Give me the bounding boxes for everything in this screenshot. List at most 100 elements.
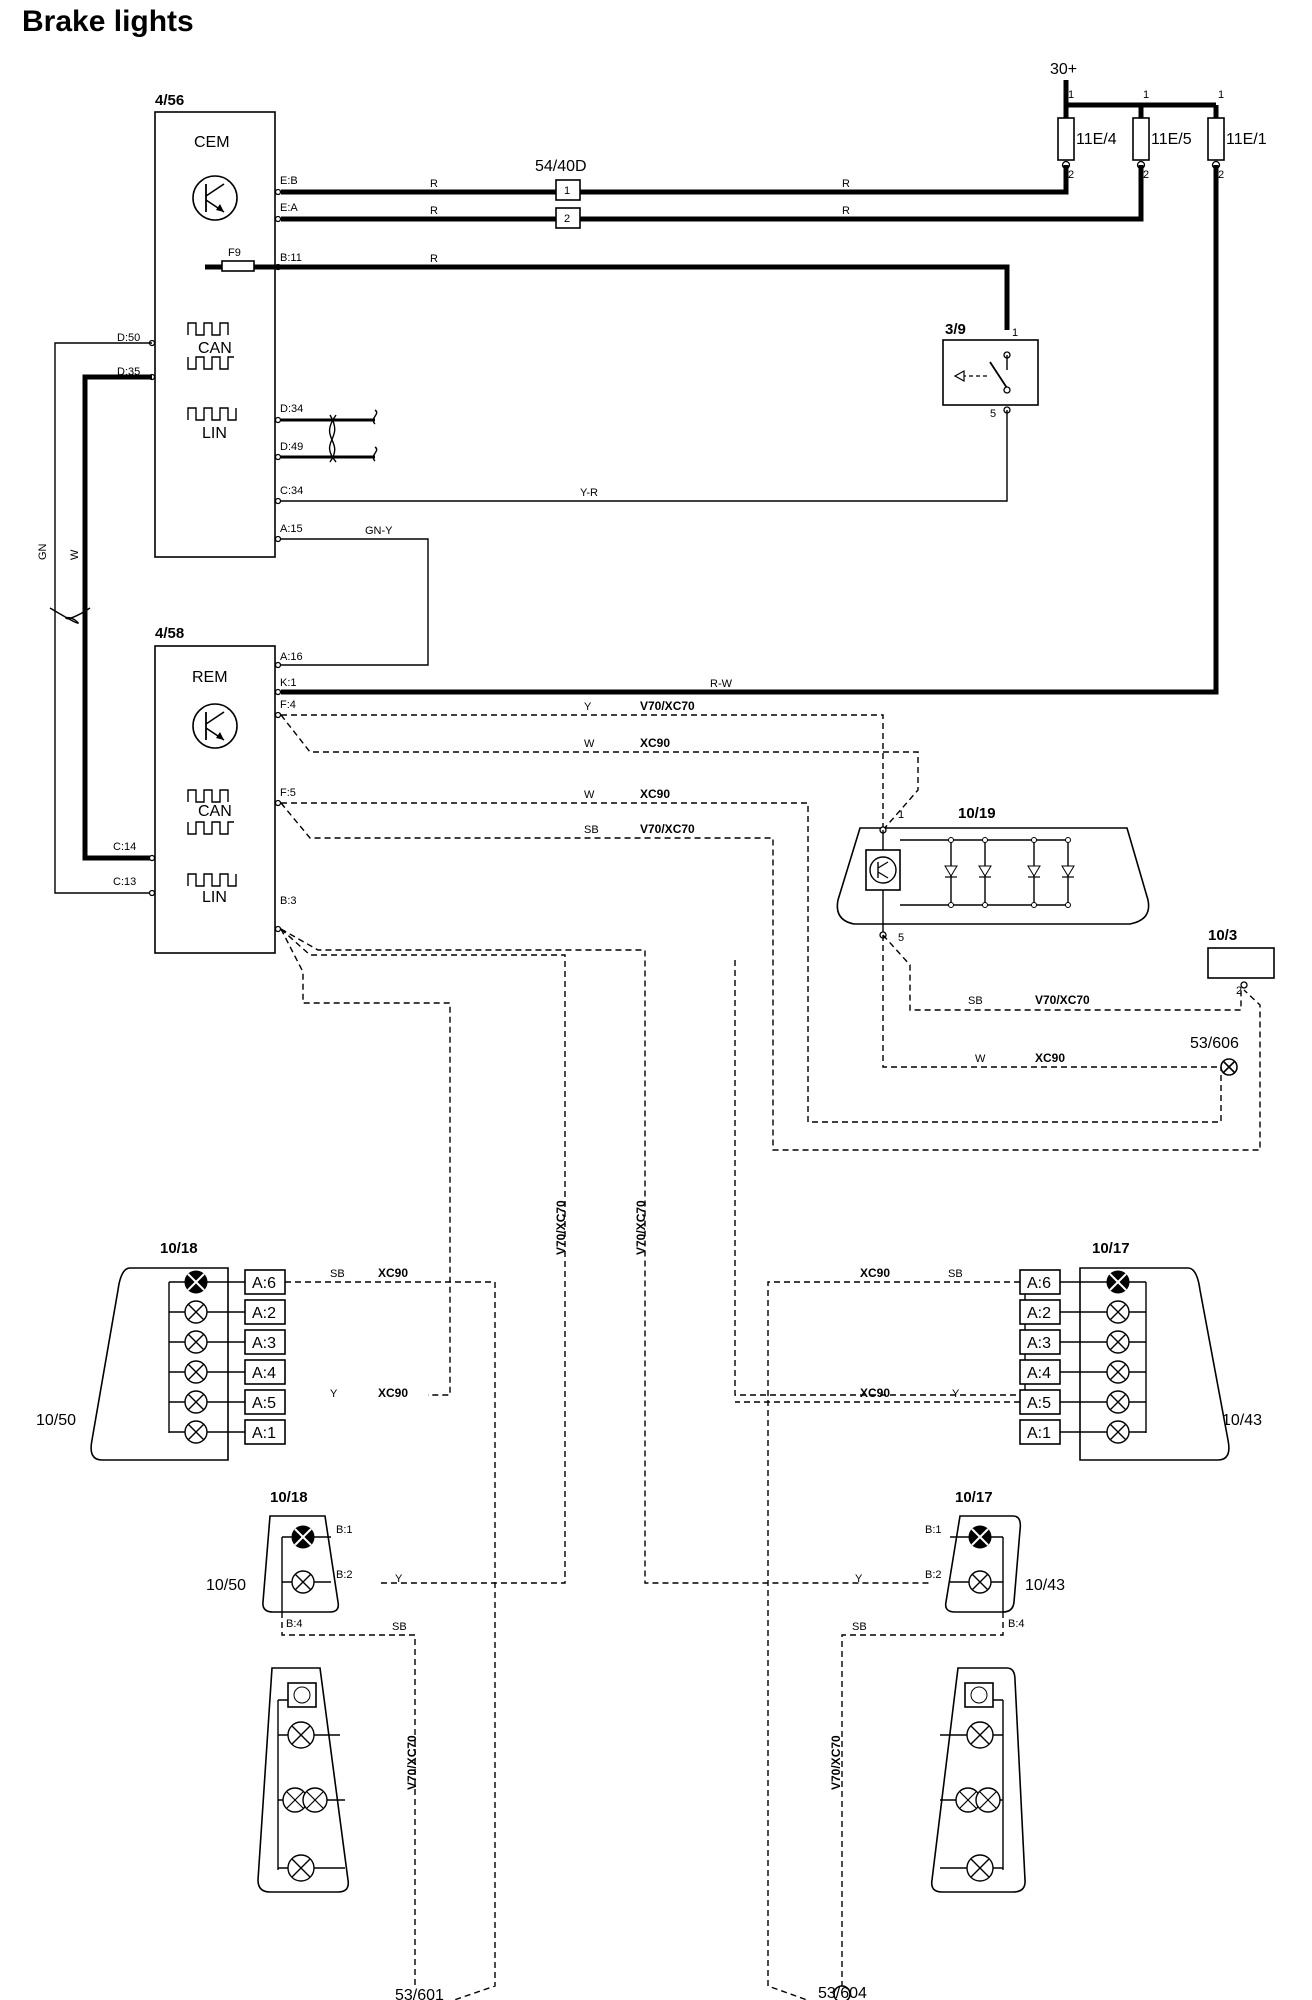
svg-text:5: 5 [898,932,904,944]
svg-text:CAN: CAN [198,803,232,820]
svg-text:W: W [975,1053,986,1065]
svg-text:B:2: B:2 [336,1569,353,1581]
svg-text:2: 2 [564,213,570,225]
bulb-icon [966,1721,994,1749]
svg-text:A:16: A:16 [280,651,303,663]
svg-text:53/601: 53/601 [395,1987,444,2000]
svg-text:A:2: A:2 [252,1305,276,1322]
brake-pedal-switch: 3/9 1 5 [942,321,1039,420]
left-bottom-lamp-cluster [257,1667,350,1893]
left-rear-lamp-unit: 10/18 10/50 A:6 A:2 A:3 A:4 A:5 A:1 [36,1240,286,1461]
svg-text:Y: Y [952,1388,960,1400]
double-bulb-icon [282,1787,328,1813]
bulb-icon [1106,1360,1130,1384]
svg-text:B:1: B:1 [336,1524,353,1536]
cem-id: 4/56 [155,92,184,109]
svg-text:A:5: A:5 [252,1395,276,1412]
svg-text:10/43: 10/43 [1222,1412,1262,1429]
svg-text:A:1: A:1 [1027,1425,1051,1442]
svg-text:A:3: A:3 [252,1335,276,1352]
svg-text:SB: SB [852,1621,867,1633]
svg-text:D:49: D:49 [280,441,303,453]
svg-text:Y: Y [395,1573,403,1585]
svg-text:A:15: A:15 [280,523,303,535]
svg-text:10/18: 10/18 [270,1489,308,1506]
svg-text:F:5: F:5 [280,787,296,799]
svg-text:D:34: D:34 [280,403,303,415]
bulb-icon [1106,1330,1130,1354]
bulb-icon [291,1570,315,1594]
can-bus-wires: GN W [37,342,152,894]
high-stop-ground-wires: SB V70/XC70 W XC90 [882,934,1242,1068]
svg-text:CAN: CAN [198,340,232,357]
lin-bus-icon: LIN [187,407,237,442]
svg-text:5: 5 [990,408,996,420]
rem-id: 4/58 [155,625,184,642]
svg-text:Y: Y [584,701,592,713]
svg-text:SB: SB [330,1268,345,1280]
svg-text:XC90: XC90 [640,736,670,750]
svg-text:10/19: 10/19 [958,805,996,822]
svg-text:B:3: B:3 [280,895,297,907]
fuse-label: 11E/4 [1076,131,1117,148]
svg-text:B:2: B:2 [925,1569,942,1581]
brake-bulb-icon [184,1270,208,1294]
bulb-icon [966,1854,994,1882]
svg-text:SB: SB [584,824,599,836]
svg-text:W: W [584,738,595,750]
svg-text:R: R [430,178,438,190]
svg-text:A:5: A:5 [1027,1395,1051,1412]
svg-text:D:50: D:50 [117,332,140,344]
svg-text:W: W [584,789,595,801]
svg-text:10/3: 10/3 [1208,927,1237,944]
left-lower-lamp: 10/18 10/50 B:1 B:2 B:4 Y SB V70/XC70 [206,1489,419,1986]
svg-text:1: 1 [1143,89,1149,101]
svg-text:XC90: XC90 [640,787,670,801]
ground-53-604: 53/604 [818,1985,867,2000]
svg-text:A:6: A:6 [252,1275,276,1292]
svg-text:XC90: XC90 [1035,1051,1065,1065]
svg-text:2: 2 [1236,985,1242,997]
lin-twisted-pair [281,409,378,463]
svg-text:53/604: 53/604 [818,1985,867,2000]
bulb-icon [184,1420,208,1444]
fuse-11e-5: 1 11E/5 2 [1132,89,1192,181]
svg-text:SB: SB [392,1621,407,1633]
svg-text:1: 1 [1012,327,1018,339]
ground-53-601: 53/601 [395,1987,444,2000]
power-supply: 30+ 1 11E/4 2 1 11E/5 2 1 11E/1 2 [1050,61,1267,181]
svg-text:10/43: 10/43 [1025,1577,1065,1594]
svg-text:E:A: E:A [280,202,298,214]
svg-text:Y: Y [855,1573,863,1585]
wire-a15-gny [281,538,429,666]
fuse-11e-1: 1 11E/1 2 [1207,89,1267,181]
lin-bus-icon: LIN [187,873,237,906]
svg-text:1: 1 [898,809,904,821]
page-title: Brake lights [22,5,194,38]
rem-to-high-stop-wires: Y V70/XC70 W XC90 W XC90 SB V70/XC70 [280,699,1261,1151]
right-bottom-lamp-cluster [930,1667,1026,1893]
bulb-icon [184,1390,208,1414]
svg-text:2: 2 [1068,169,1074,181]
svg-text:XC90: XC90 [860,1266,890,1280]
cem-module: 4/56 CEM CAN LIN F9 E:B E:A B:11 D [117,92,303,558]
svg-text:F9: F9 [228,247,241,259]
rem-b3-wires: V70/XC70 V70/XC70 [280,928,1026,1584]
wire-k1-rw [281,165,1219,695]
svg-text:SB: SB [968,995,983,1007]
svg-text:V70/XC70: V70/XC70 [640,699,695,713]
svg-text:SB: SB [948,1268,963,1280]
high-stop-lamp-10-19: 10/19 1 5 [836,805,1150,944]
brake-bulb-icon [291,1525,315,1549]
svg-text:A:1: A:1 [252,1425,276,1442]
svg-text:K:1: K:1 [280,677,297,689]
svg-text:V70/XC70: V70/XC70 [405,1735,419,1790]
svg-text:F:4: F:4 [280,699,296,711]
svg-text:E:B: E:B [280,175,298,187]
svg-text:XC90: XC90 [860,1386,890,1400]
svg-text:A:6: A:6 [1027,1275,1051,1292]
svg-text:10/17: 10/17 [1092,1240,1130,1257]
bulb-icon [287,1854,315,1882]
bulb-icon [968,1570,992,1594]
